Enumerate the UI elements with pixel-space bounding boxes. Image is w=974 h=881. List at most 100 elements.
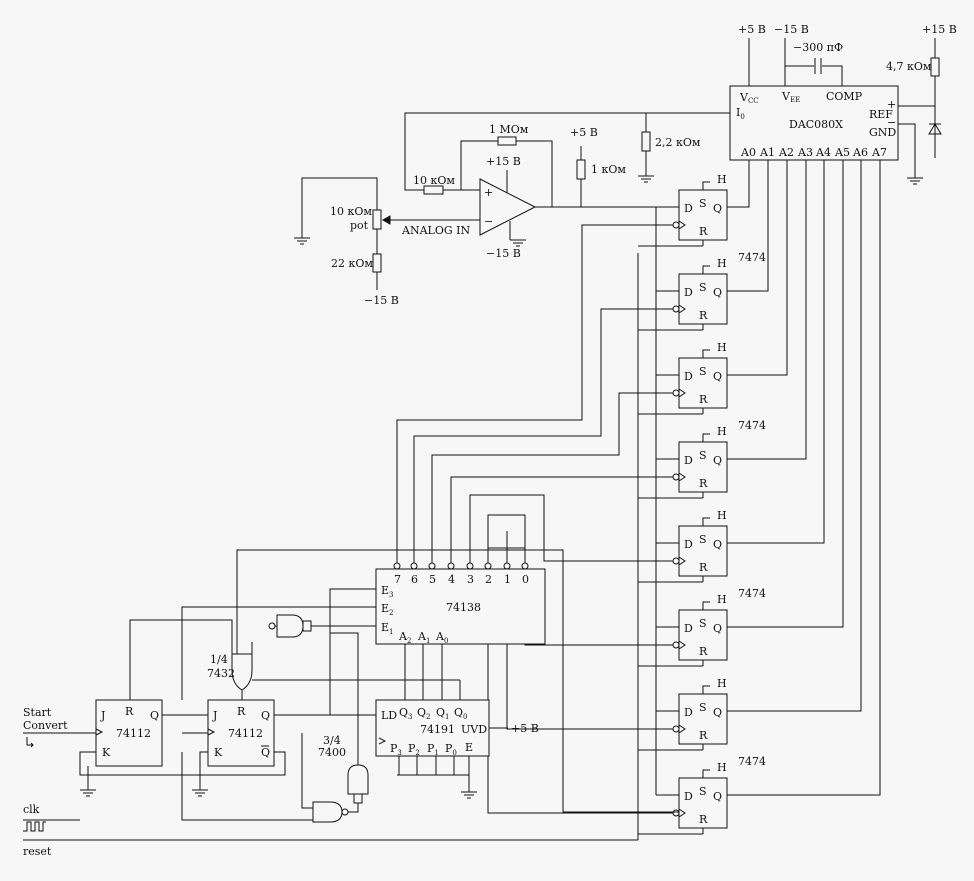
svg-text:R: R xyxy=(699,729,708,742)
svg-text:10 кОм: 10 кОм xyxy=(330,205,372,218)
svg-text:2,2 кОм: 2,2 кОм xyxy=(655,136,701,149)
svg-text:Q: Q xyxy=(713,706,722,719)
svg-text:D: D xyxy=(684,370,693,383)
nand-gate-top xyxy=(276,614,312,638)
svg-text:1/4: 1/4 xyxy=(210,653,228,666)
dac-label: DAC080X xyxy=(789,118,843,131)
svg-text:VEE: VEE xyxy=(781,90,800,104)
svg-text:Q2: Q2 xyxy=(417,706,431,721)
jk-flipflop-1: J R Q 74112 K xyxy=(95,699,163,767)
svg-text:A1: A1 xyxy=(417,630,430,645)
svg-text:A2: A2 xyxy=(398,630,411,645)
svg-text:7400: 7400 xyxy=(318,746,346,759)
svg-text:Q: Q xyxy=(261,746,270,759)
jk-flipflop-2: J R Q 74112 K Q xyxy=(207,699,275,767)
svg-text:R: R xyxy=(237,705,246,718)
svg-text:74112: 74112 xyxy=(116,727,151,740)
svg-text:H: H xyxy=(717,341,727,354)
svg-text:H: H xyxy=(717,593,727,606)
analog-in-label: ANALOG IN xyxy=(401,224,470,237)
svg-text:74191: 74191 xyxy=(420,723,455,736)
svg-text:Q0: Q0 xyxy=(454,706,468,721)
svg-text:R: R xyxy=(699,225,708,238)
dac-pin-a1: A1 xyxy=(759,146,775,159)
svg-text:+5 В: +5 В xyxy=(738,23,766,36)
svg-text:REF: REF xyxy=(869,108,893,121)
svg-text:LD: LD xyxy=(381,709,397,722)
svg-text:Convert: Convert xyxy=(23,719,68,732)
svg-text:COMP: COMP xyxy=(826,90,863,103)
svg-text:10 кОм: 10 кОм xyxy=(413,174,455,187)
svg-text:7432: 7432 xyxy=(207,667,235,680)
start-label: Start xyxy=(23,706,52,719)
svg-text:UVD: UVD xyxy=(461,723,487,736)
svg-text:S: S xyxy=(699,365,707,378)
nand-gate-bottom xyxy=(312,801,349,823)
svg-text:A0: A0 xyxy=(435,630,448,645)
reset-label: reset xyxy=(23,845,52,858)
svg-text:74112: 74112 xyxy=(228,727,263,740)
svg-text:R: R xyxy=(699,309,708,322)
svg-text:E: E xyxy=(465,741,473,754)
svg-text:H: H xyxy=(717,257,727,270)
svg-text:S: S xyxy=(699,785,707,798)
svg-text:S: S xyxy=(699,533,707,546)
svg-text:J: J xyxy=(212,709,217,722)
svg-text:D: D xyxy=(684,454,693,467)
svg-text:3: 3 xyxy=(467,573,474,586)
svg-text:H: H xyxy=(717,761,727,774)
svg-text:R: R xyxy=(699,393,708,406)
svg-text:1 кОм: 1 кОм xyxy=(591,163,626,176)
svg-text:H: H xyxy=(717,425,727,438)
svg-text:0: 0 xyxy=(522,573,529,586)
svg-text:P1: P1 xyxy=(427,742,439,757)
svg-text:E3: E3 xyxy=(381,584,394,599)
svg-text:+15 В: +15 В xyxy=(486,155,521,168)
svg-text:−: − xyxy=(484,215,493,228)
svg-text:74138: 74138 xyxy=(446,601,481,614)
svg-text:6: 6 xyxy=(411,573,418,586)
svg-text:D: D xyxy=(684,622,693,635)
dac-pin-a4: A4 xyxy=(815,146,831,159)
nand-gate-mid: 3/4 7400 xyxy=(318,734,369,804)
or-gate-7432: 1/4 7432 xyxy=(207,653,253,691)
dac-pin-a2: A2 xyxy=(778,146,794,159)
svg-text:4,7 кОм: 4,7 кОм xyxy=(886,60,932,73)
svg-text:1: 1 xyxy=(504,573,511,586)
svg-text:D: D xyxy=(684,538,693,551)
svg-text:P2: P2 xyxy=(408,742,420,757)
svg-text:Q: Q xyxy=(713,370,722,383)
svg-text:S: S xyxy=(699,281,707,294)
svg-text:2: 2 xyxy=(485,573,492,586)
svg-text:−300 пФ: −300 пФ xyxy=(793,41,843,54)
svg-text:R: R xyxy=(699,813,708,826)
svg-text:I0: I0 xyxy=(736,106,745,121)
dac-pin-a0: A0 xyxy=(740,146,756,159)
svg-text:7474: 7474 xyxy=(738,587,766,600)
svg-text:Q: Q xyxy=(713,538,722,551)
svg-text:4: 4 xyxy=(448,573,455,586)
dac-pin-a6: A6 xyxy=(852,146,868,159)
svg-text:D: D xyxy=(684,790,693,803)
svg-text:pot: pot xyxy=(350,219,369,232)
svg-text:VCC: VCC xyxy=(739,91,759,105)
svg-text:Q: Q xyxy=(713,790,722,803)
svg-text:H: H xyxy=(717,509,727,522)
svg-text:S: S xyxy=(699,617,707,630)
svg-text:+: + xyxy=(887,98,896,111)
svg-text:S: S xyxy=(699,701,707,714)
svg-text:GND: GND xyxy=(869,126,896,139)
svg-text:K: K xyxy=(214,746,223,759)
svg-text:−: − xyxy=(887,116,896,129)
svg-text:Q: Q xyxy=(261,709,270,722)
